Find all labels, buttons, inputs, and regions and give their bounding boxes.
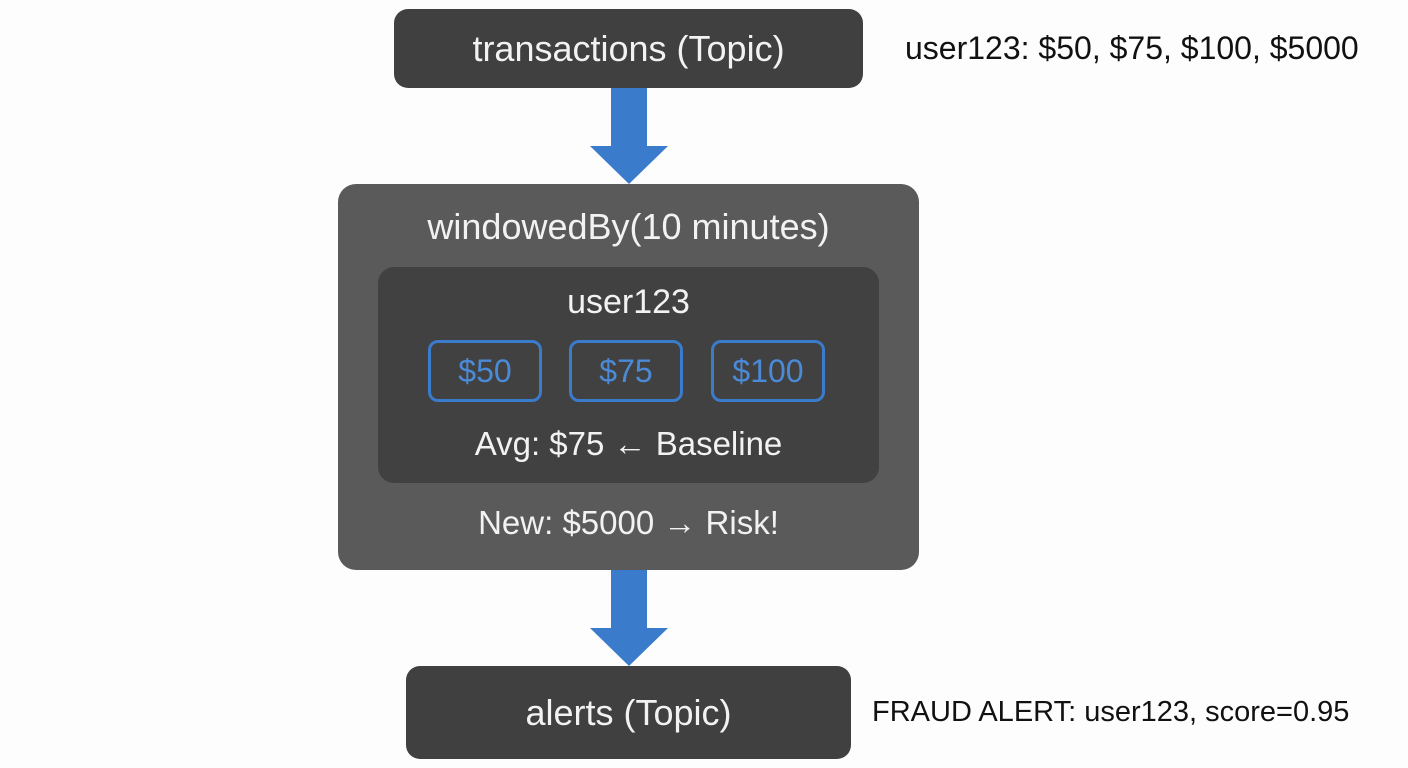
input-topic-box: transactions (Topic) — [394, 9, 863, 88]
arrow-down-icon — [590, 88, 668, 184]
output-topic-label: alerts (Topic) — [525, 691, 732, 733]
value-row: $50 $75 $100 — [378, 340, 879, 406]
value-chip: $100 — [711, 340, 825, 402]
new-value-risk: New: $5000 → Risk! — [478, 504, 779, 541]
window-title: windowedBy(10 minutes) — [427, 206, 830, 247]
window-box: windowedBy(10 minutes) user123 $50 $75 $… — [338, 184, 919, 570]
group-average: Avg: $75 ← Baseline — [474, 425, 783, 462]
input-topic-label: transactions (Topic) — [472, 27, 785, 69]
value-chip: $50 — [428, 340, 542, 402]
arrow-down-icon — [590, 570, 668, 666]
group-key: user123 — [567, 283, 690, 321]
input-topic-note: user123: $50, $75, $100, $5000 — [905, 30, 1359, 66]
output-topic-box: alerts (Topic) — [406, 666, 851, 759]
value-chip: $75 — [569, 340, 683, 402]
group-box: user123 $50 $75 $100 Avg: $75 ← Baseline — [378, 267, 879, 483]
output-topic-note: FRAUD ALERT: user123, score=0.95 — [872, 696, 1350, 728]
